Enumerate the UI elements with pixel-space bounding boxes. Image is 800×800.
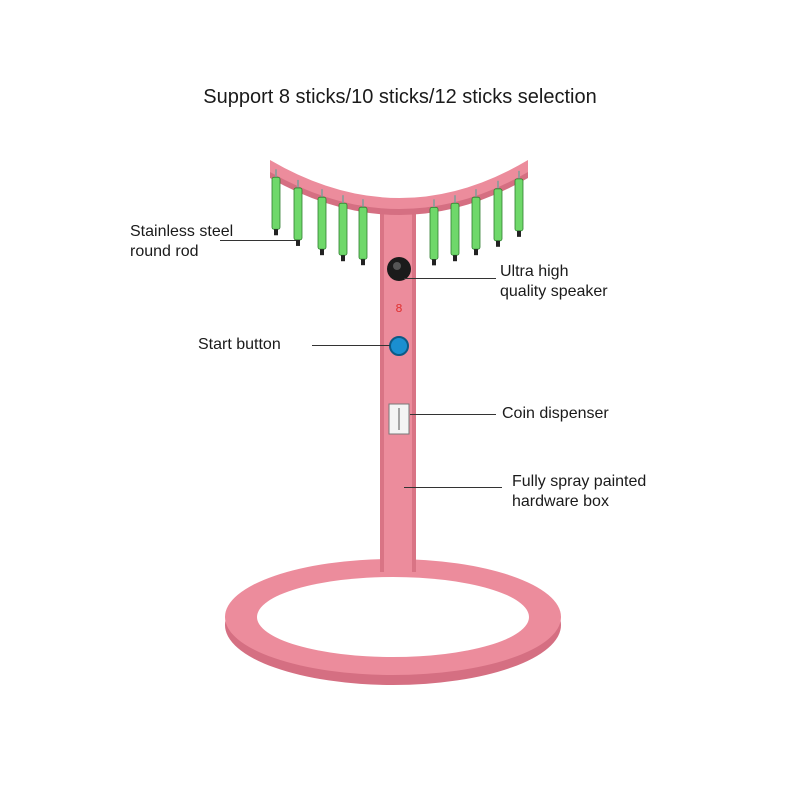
digit-display: 8 (395, 302, 402, 316)
round-rod (271, 176, 281, 230)
rod-hook (518, 170, 520, 181)
rod-tip (361, 259, 365, 266)
rod-hook (497, 180, 499, 191)
stainless-steel-rods (271, 169, 524, 266)
round-rod (429, 206, 439, 260)
rod-hook (454, 195, 456, 206)
round-rod (493, 188, 503, 242)
start-button (389, 336, 409, 356)
rod-leader-line (220, 240, 296, 241)
rod-tip (496, 240, 500, 247)
round-rod (317, 196, 327, 250)
round-rod (514, 178, 524, 232)
rod-hook (433, 199, 435, 210)
start-leader-line (312, 345, 390, 346)
coin-leader-line (410, 414, 496, 415)
rod-hook (475, 189, 477, 200)
rod-tip (517, 230, 521, 237)
rod-tip (474, 249, 478, 256)
coin-callout: Coin dispenser (502, 405, 609, 422)
speaker-leader-line (404, 278, 496, 279)
start-callout: Start button (198, 336, 281, 353)
round-rod (358, 206, 368, 260)
rod-hook (342, 195, 344, 206)
round-rod (471, 196, 481, 250)
rod-callout: Stainless steel round rod (130, 223, 234, 260)
rod-tip (274, 229, 278, 236)
rod-tip (432, 259, 436, 266)
rod-hook (362, 199, 364, 210)
box-callout: Fully spray painted hardware box (512, 473, 647, 510)
speaker-callout: Ultra high quality speaker (500, 263, 608, 300)
rod-hook (297, 179, 299, 190)
round-rod (293, 187, 303, 241)
rod-hook (275, 169, 277, 180)
box-leader-line (404, 487, 502, 488)
rod-tip (320, 249, 324, 256)
base-ring-hole (257, 577, 529, 657)
page-title: Support 8 sticks/10 sticks/12 sticks sel… (203, 86, 597, 108)
rod-tip (341, 255, 345, 262)
rod-hook (321, 189, 323, 200)
curved-arm (270, 160, 528, 212)
round-rod (450, 202, 460, 256)
round-rod (338, 202, 348, 256)
hardware-box (380, 200, 416, 572)
rod-tip (453, 255, 457, 262)
rod-tip (296, 239, 300, 246)
